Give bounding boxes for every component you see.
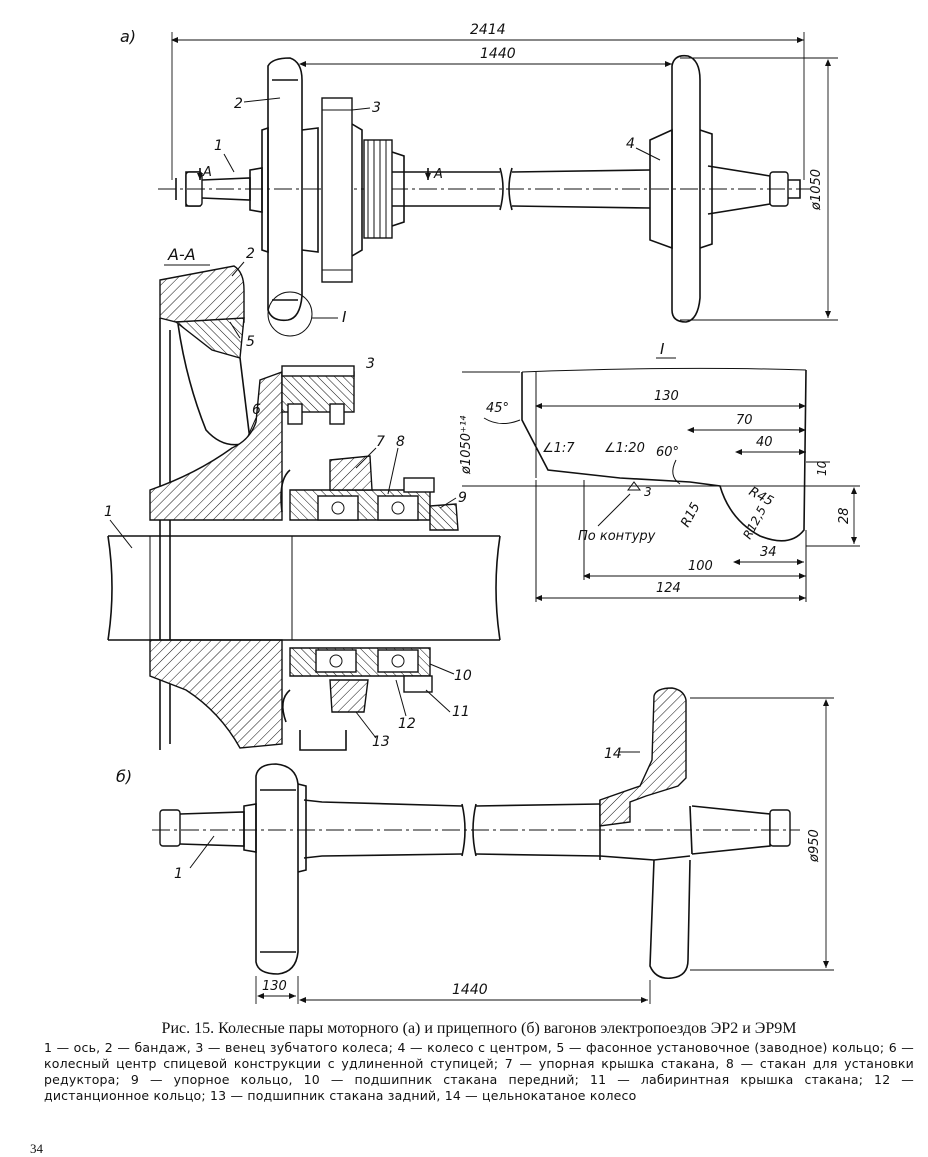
callout-3-aa: 3 <box>366 356 375 372</box>
dim-34: 34 <box>760 545 777 560</box>
caption-title: Рис. 15. Колесные пары моторного (а) и п… <box>161 1020 797 1037</box>
dim-d1050-tol: ø1050⁺¹⁴ <box>459 415 474 475</box>
callout-5: 5 <box>246 334 255 350</box>
section-aa-label: A-A <box>167 245 196 264</box>
dim-2414: 2414 <box>470 22 506 38</box>
dim-d1050: ø1050 <box>809 169 824 211</box>
callout-9: 9 <box>458 490 467 506</box>
dim-130: 130 <box>654 389 679 404</box>
callout-1-a: 1 <box>214 138 223 154</box>
po-konturu: По контуру <box>578 529 656 544</box>
callout-I: I <box>342 308 347 326</box>
dim-10: 10 <box>815 460 829 476</box>
angle-45: 45° <box>486 401 509 416</box>
section-aa: A-A 3 <box>104 245 501 751</box>
figure-caption: Рис. 15. Колесные пары моторного (а) и п… <box>44 1020 914 1104</box>
dim-130-b: 130 <box>262 979 287 994</box>
roughness-3: 3 <box>644 485 652 499</box>
cut-A-right: A <box>433 167 443 182</box>
radius-15: R15 <box>678 500 703 530</box>
dim-d950: ø950 <box>807 829 822 863</box>
callout-13: 13 <box>372 734 390 750</box>
dim-70: 70 <box>736 413 753 428</box>
angle-60: 60° <box>656 445 679 460</box>
radius-45: R45 <box>746 484 776 509</box>
slope-1-20: ∠1:20 <box>604 441 645 456</box>
dim-100: 100 <box>688 559 713 574</box>
callout-14: 14 <box>604 746 622 762</box>
radius-12-5: R12,5 <box>740 504 769 542</box>
view-a: а) 2414 1440 ø1050 <box>120 22 838 337</box>
cut-A-left: A <box>202 165 212 180</box>
callout-11: 11 <box>452 704 470 720</box>
callout-6: 6 <box>252 402 261 418</box>
dim-40: 40 <box>756 435 773 450</box>
view-a-label: а) <box>120 27 136 46</box>
callout-8: 8 <box>396 434 405 450</box>
dim-1440-b: 1440 <box>452 982 488 998</box>
callout-7: 7 <box>376 434 385 450</box>
callout-12: 12 <box>398 716 416 732</box>
dim-28: 28 <box>837 507 852 524</box>
detail-I-label: I <box>660 340 665 358</box>
callout-10: 10 <box>454 668 472 684</box>
callout-1-b: 1 <box>174 866 183 882</box>
callout-2-a: 2 <box>234 96 243 112</box>
page-number: 34 <box>30 1141 43 1156</box>
view-b-label: б) <box>116 767 132 786</box>
slope-1-7: ∠1:7 <box>542 441 575 456</box>
callout-1-aa: 1 <box>104 504 113 520</box>
callout-2-aa: 2 <box>246 246 255 262</box>
callout-3-a: 3 <box>372 100 381 116</box>
dim-124: 124 <box>656 581 681 596</box>
callout-4-a: 4 <box>626 136 635 152</box>
view-b: б) 14 ø950 130 1440 <box>116 687 834 1004</box>
caption-legend: 1 — ось, 2 — бандаж, 3 — венец зубчатого… <box>44 1040 914 1103</box>
detail-I: I 130 70 40 10 28 34 100 124 45° ∠1:7 ∠1… <box>459 340 860 602</box>
dim-1440-top: 1440 <box>480 46 516 62</box>
wheelset-drawing: а) 2414 1440 ø1050 <box>104 22 860 1004</box>
